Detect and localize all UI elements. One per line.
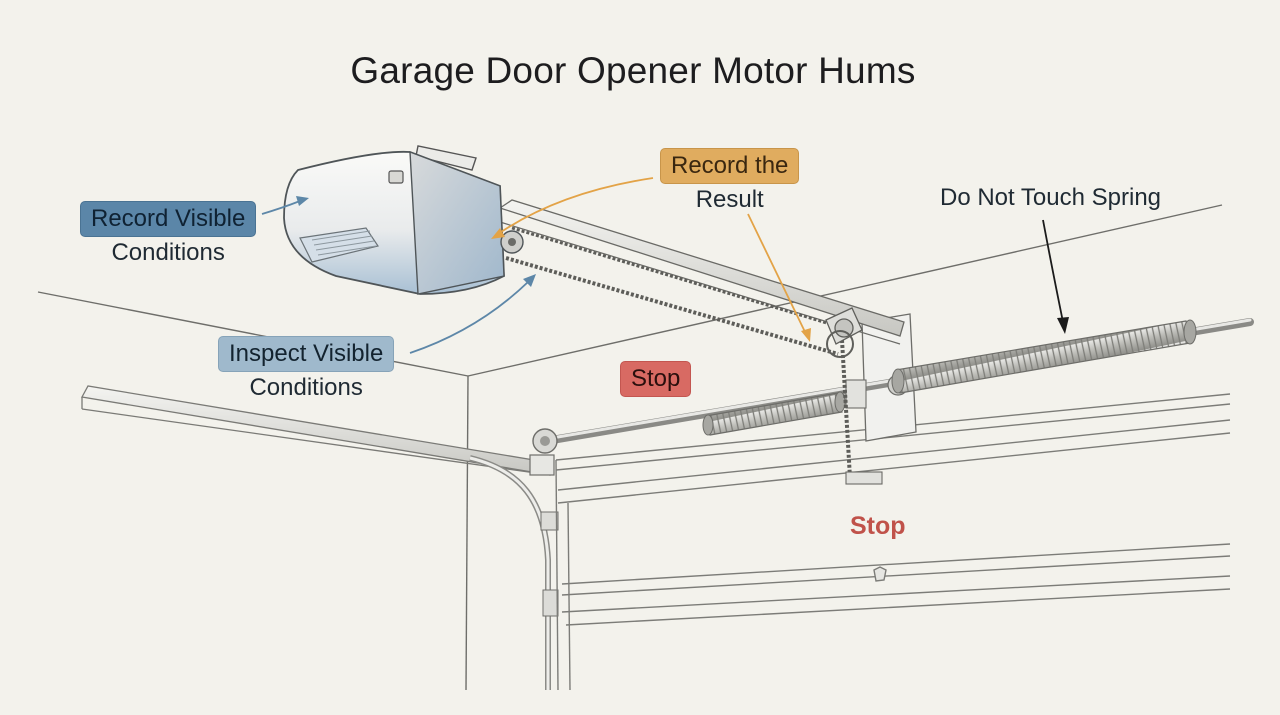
- arrow-to-spring: [1042, 219, 1064, 323]
- arrow-to-pulley: [747, 213, 807, 335]
- stop-tag: Stop: [620, 361, 692, 397]
- record-result-tag: Record the: [660, 148, 800, 184]
- callout-arrows: [261, 177, 1069, 354]
- left-door-track: [80, 385, 559, 690]
- arrow-to-motor: [261, 200, 301, 215]
- record-visible-tag: Record Visible: [80, 201, 257, 237]
- callout-record-the-result: Record the Result: [660, 148, 800, 215]
- callout-record-visible-conditions: Record Visible Conditions: [80, 201, 257, 268]
- garage-door-panels: [555, 393, 1231, 691]
- callout-stop-tag: Stop: [620, 361, 692, 397]
- stop-label: Stop: [850, 512, 906, 540]
- inspect-visible-subtext: Conditions: [249, 374, 363, 401]
- opener-chain: [505, 226, 852, 479]
- opener-motor-unit: [283, 145, 524, 295]
- page-title: Garage Door Opener Motor Hums: [350, 50, 916, 91]
- room-outline: [37, 204, 1223, 691]
- record-result-subtext: Result: [695, 186, 764, 213]
- arrow-to-sprocket: [497, 177, 654, 235]
- record-visible-subtext: Conditions: [111, 239, 225, 266]
- callout-inspect-visible-conditions: Inspect Visible Conditions: [218, 336, 395, 403]
- inspect-visible-tag: Inspect Visible: [218, 336, 395, 372]
- arrow-to-chain: [409, 281, 529, 354]
- torsion-spring-assembly: [532, 318, 1254, 454]
- trolley-pulley: [825, 307, 883, 485]
- callout-do-not-touch-spring: Do Not Touch Spring: [940, 184, 1162, 211]
